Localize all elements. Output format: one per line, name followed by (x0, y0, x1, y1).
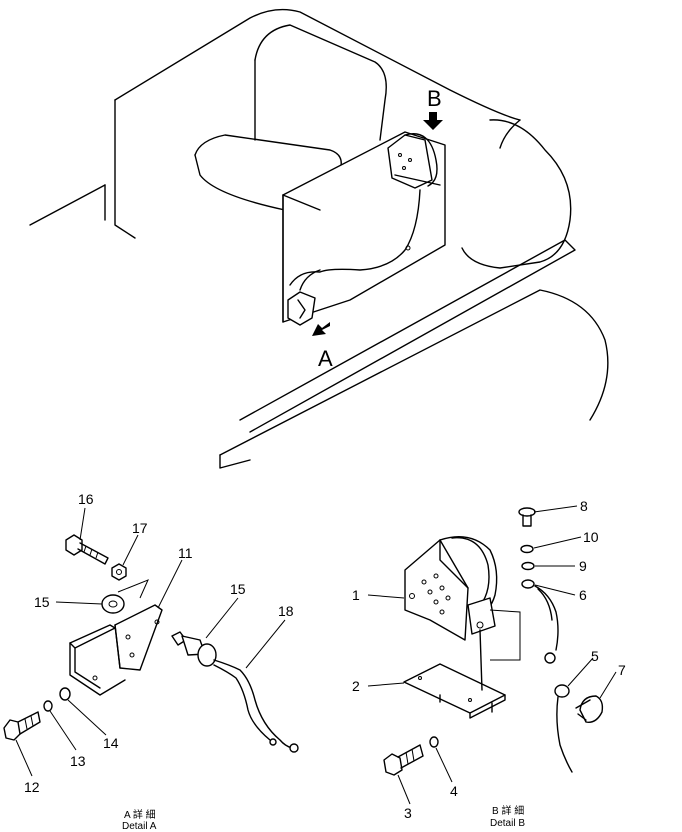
horn-switch-15 (171, 631, 299, 753)
washer-13 (43, 700, 53, 712)
callout-4: 4 (450, 783, 458, 799)
caption-detail-b-jp: B 詳 細 (492, 804, 524, 817)
bolt-16 (65, 534, 109, 565)
terminal-6 (521, 579, 559, 664)
callout-6: 6 (579, 587, 587, 603)
caption-detail-a-jp: A 詳 細 (124, 808, 156, 821)
leaders-detail-a (15, 507, 286, 777)
view-marker-b: B (427, 86, 442, 111)
callout-9: 9 (579, 558, 587, 574)
callout-16: 16 (78, 491, 94, 507)
caption-detail-b: Detail B (490, 818, 525, 829)
callout-7: 7 (618, 662, 626, 678)
callout-12: 12 (24, 779, 40, 795)
washer-14 (59, 687, 71, 701)
callout-10: 10 (583, 529, 599, 545)
callout-8: 8 (580, 498, 588, 514)
screw-8 (518, 507, 536, 527)
horn-1 (404, 536, 521, 661)
leaders-detail-b (367, 505, 617, 805)
cap-7 (575, 695, 604, 723)
callout-14: 14 (103, 735, 119, 751)
lock-washer-9 (521, 561, 535, 571)
callout-15-b: 15 (230, 581, 246, 597)
switch-overview (287, 291, 316, 326)
detail-a: 16 17 11 15 15 18 12 13 14 A 詳 細 Detail … (3, 491, 299, 832)
bolt-3 (383, 744, 424, 776)
callout-11: 11 (178, 545, 193, 561)
grommet-15 (101, 594, 125, 614)
detail-b: 1 2 3 4 8 10 9 6 5 7 B 詳 細 Detail B (352, 498, 626, 829)
callout-18: 18 (278, 603, 294, 619)
caption-detail-a: Detail A (122, 821, 157, 832)
callout-1: 1 (352, 587, 360, 603)
callout-2: 2 (352, 678, 360, 694)
callout-15-a: 15 (34, 594, 50, 610)
washer-10 (520, 544, 534, 554)
horn-overview (387, 133, 441, 189)
arrow-a (312, 322, 330, 336)
callout-5: 5 (591, 648, 599, 664)
washer-4 (429, 736, 439, 748)
nut-17 (111, 563, 127, 581)
bracket-11 (69, 579, 163, 696)
overview-cab-illustration: B A (29, 8, 609, 469)
callout-3: 3 (404, 805, 412, 821)
plate-2 (403, 629, 506, 719)
view-marker-a: A (318, 346, 333, 371)
bolt-12 (3, 711, 41, 741)
arrow-b (423, 112, 443, 130)
callout-13: 13 (70, 753, 86, 769)
callout-17: 17 (132, 520, 148, 536)
wire-5 (554, 684, 573, 773)
